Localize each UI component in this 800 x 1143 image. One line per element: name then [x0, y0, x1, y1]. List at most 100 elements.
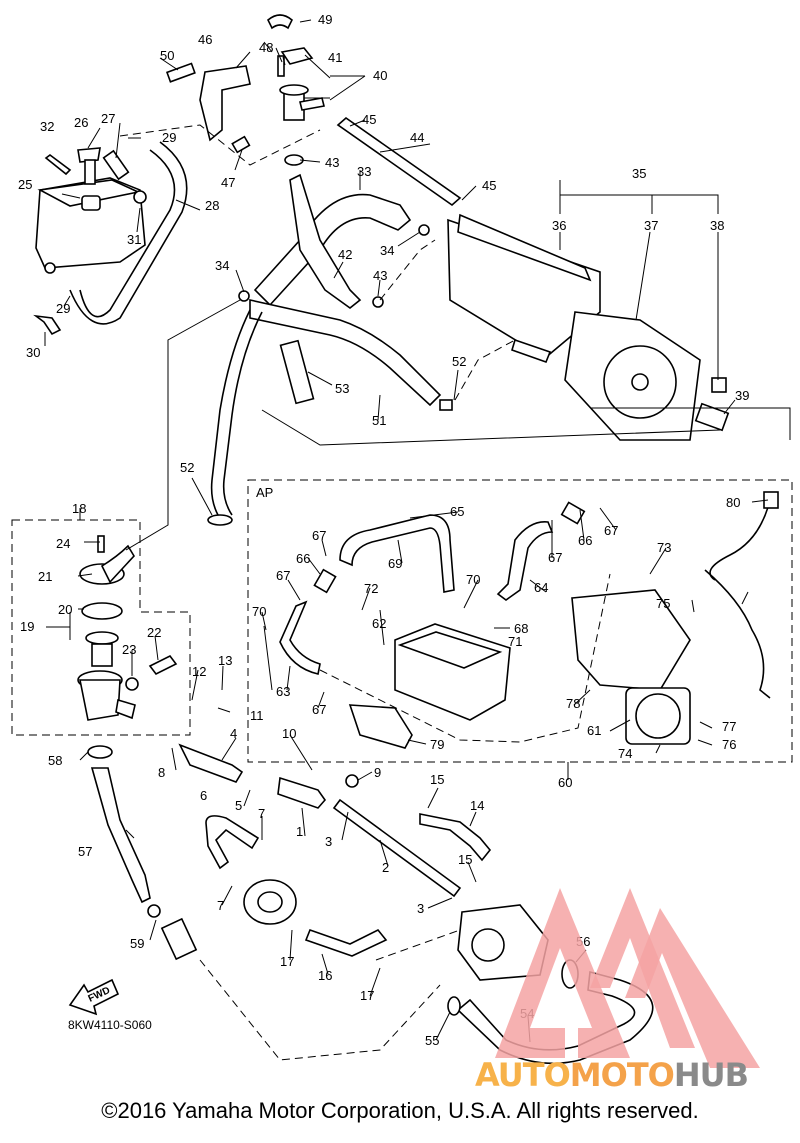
radiator-cap — [280, 47, 314, 65]
watermark-word-3: HUB — [673, 1056, 749, 1094]
callout: 59 — [130, 936, 144, 951]
reservoir-clamp — [133, 190, 147, 204]
callout: 12 — [192, 664, 206, 679]
callout: 5 — [235, 798, 242, 813]
callout: 7 — [258, 806, 265, 821]
water-pipe-2 — [332, 798, 462, 898]
water-pump-unit — [243, 879, 297, 925]
o-ring-9 — [345, 774, 359, 788]
hose-clamp-34a — [238, 290, 250, 302]
callout: 14 — [470, 798, 484, 813]
callout: 22 — [147, 625, 161, 640]
callout: 45 — [482, 178, 496, 193]
water-hose-57 — [90, 767, 151, 904]
callout: 52 — [452, 354, 466, 369]
harness-79 — [709, 499, 771, 581]
hose-clamp-58 — [87, 745, 113, 759]
callout: 67 — [604, 523, 618, 538]
callout: 34 — [215, 258, 229, 273]
callout: 29 — [56, 301, 70, 316]
callout: 3 — [325, 834, 332, 849]
water-hose-16 — [304, 928, 388, 957]
reservoir-overflow-hose-inner — [69, 141, 188, 325]
callout: 27 — [101, 111, 115, 126]
callout: 4 — [230, 726, 237, 741]
water-hose-4 — [178, 743, 244, 783]
bracket-damper — [165, 62, 196, 83]
coolant-reservoir — [35, 177, 146, 274]
callout: 52 — [180, 460, 194, 475]
filler-bracket — [199, 65, 251, 142]
thermostat-cover — [79, 544, 135, 585]
thermo-hose-link — [125, 299, 241, 551]
callout: 11 — [250, 708, 264, 723]
callout: 45 — [362, 112, 376, 127]
radiator-fan — [564, 311, 701, 441]
callout: 42 — [338, 247, 352, 262]
automotohub-watermark-logo — [495, 888, 760, 1068]
callout: 58 — [48, 753, 62, 768]
callout: 64 — [534, 580, 548, 595]
callout: 20 — [58, 602, 72, 617]
callout: 69 — [388, 556, 402, 571]
callout: 24 — [56, 536, 70, 551]
hose-clamp-52b — [439, 399, 453, 411]
callout: 17 — [360, 988, 374, 1003]
callout: 70 — [252, 604, 266, 619]
callout: 6 — [200, 788, 207, 803]
reservoir-overflow-hose — [79, 149, 176, 318]
callout: 28 — [205, 198, 219, 213]
oil-cooler-hose-64 — [496, 521, 554, 601]
bracket-bolt — [231, 135, 251, 154]
callout: 61 — [587, 723, 601, 738]
thermostat-o-ring — [81, 602, 123, 620]
callout: 15 — [458, 852, 472, 867]
callout: 15 — [430, 772, 444, 787]
callout: 47 — [221, 175, 235, 190]
fwd-arrow-icon: FWD — [68, 978, 120, 1016]
callout: 31 — [127, 232, 141, 247]
cable-tie-69 — [263, 625, 273, 691]
callout: 35 — [632, 166, 646, 181]
callout: 49 — [318, 12, 332, 27]
callout: 66 — [578, 533, 592, 548]
thermostat-housing — [77, 670, 136, 721]
callout: 48 — [259, 40, 273, 55]
callout: 63 — [276, 684, 290, 699]
callout: 10 — [282, 726, 296, 741]
callout: 9 — [374, 765, 381, 780]
callout: 44 — [410, 130, 424, 145]
water-hose-52-top — [210, 309, 251, 516]
watermark-word-2: MOTO — [569, 1056, 675, 1094]
callout: 41 — [328, 50, 342, 65]
callout: 68 — [514, 621, 528, 636]
callout: 55 — [425, 1033, 439, 1048]
callout: 18 — [72, 501, 86, 516]
callout: 38 — [710, 218, 724, 233]
callout: 53 — [335, 381, 349, 396]
oil-cooler — [394, 623, 511, 721]
callout: 70 — [466, 572, 480, 587]
hose-clamp-34b — [418, 224, 430, 236]
callout: 67 — [312, 528, 326, 543]
callout: 65 — [450, 504, 464, 519]
callout: 74 — [618, 746, 632, 761]
radiator-hose-42 — [289, 173, 362, 310]
hose-clamp-59 — [147, 904, 161, 918]
water-pump — [457, 904, 549, 981]
callout: 67 — [276, 568, 290, 583]
callout: 71 — [508, 634, 522, 649]
temperature-sensor — [148, 654, 178, 676]
callout: 80 — [726, 495, 740, 510]
callout: 33 — [357, 164, 371, 179]
callout: 78 — [566, 696, 580, 711]
radiator-collar — [694, 402, 730, 432]
bracket-clip — [267, 14, 293, 30]
callout-labels: 1 2 3 3 4 5 6 7 7 8 9 10 11 12 13 15 15 … — [18, 12, 749, 1048]
callout: 37 — [644, 218, 658, 233]
callout: 40 — [373, 68, 387, 83]
callout: 62 — [372, 616, 386, 631]
ap-connector-dash — [319, 573, 611, 743]
